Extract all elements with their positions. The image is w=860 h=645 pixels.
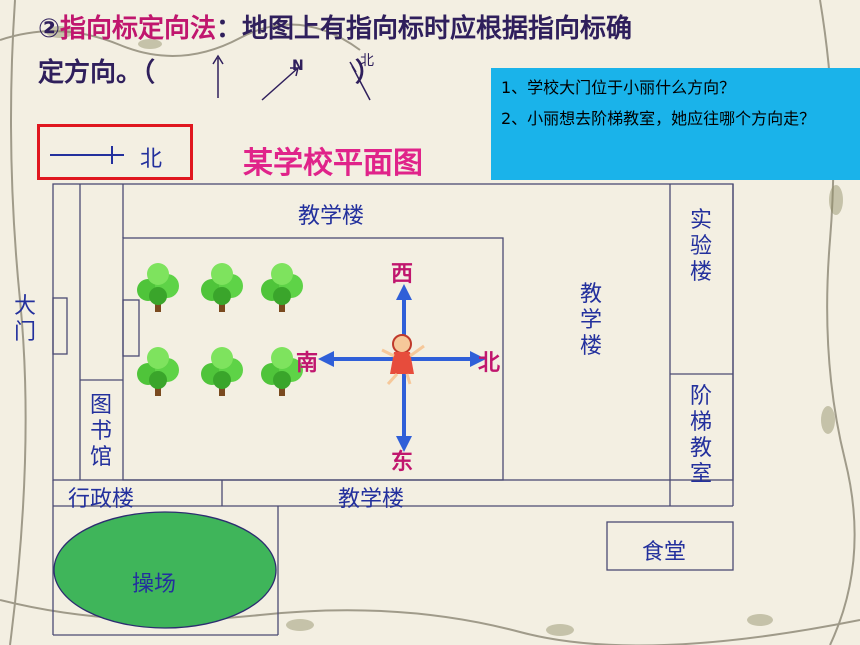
label-library: 图书馆	[89, 393, 112, 470]
direction-east: 东	[391, 450, 414, 475]
tree-icon	[137, 347, 179, 396]
title-rest: ：地图上有指向标时应根据指向标确	[216, 14, 633, 44]
tree-icon	[261, 263, 303, 312]
label-playground: 操场	[132, 572, 177, 597]
title-highlight: 指向标定向法	[60, 14, 217, 44]
map-title: 某学校平面图	[243, 146, 423, 181]
arrow-south-icon	[318, 351, 334, 367]
label-gate: 大门	[13, 294, 36, 345]
questions-box: 1、学校大门位于小丽什么方向？ 2、小丽想去阶梯教室，她应往哪个方向走？	[491, 68, 860, 180]
label-canteen: 食堂	[642, 540, 687, 565]
arrow-diagonal-icon	[261, 67, 299, 101]
compass-legend: 北	[37, 124, 193, 180]
girl-figure-icon	[381, 334, 425, 386]
title-line2-start: 定方向。（	[38, 58, 156, 88]
tree-icon	[201, 263, 243, 312]
arrow-label-n: N	[292, 58, 304, 74]
label-admin: 行政楼	[68, 487, 135, 512]
direction-south: 南	[296, 351, 319, 376]
title-line-2: 定方向。（ ）	[38, 52, 381, 89]
tree-group	[137, 263, 303, 396]
arrow-north-icon	[470, 351, 486, 367]
label-right-teaching: 教学楼	[579, 282, 602, 359]
north-legend-arrow-icon	[50, 146, 124, 164]
title-circle-number: ②	[38, 14, 61, 44]
arrow-east-icon	[396, 436, 412, 452]
question-2: 2、小丽想去阶梯教室，她应往哪个方向走？	[501, 108, 816, 128]
playground-shape	[53, 511, 277, 629]
title-line-1: ②指向标定向法：地图上有指向标时应根据指向标确	[38, 8, 632, 45]
arrow-west-icon	[396, 284, 412, 300]
tree-icon	[137, 263, 179, 312]
direction-north: 北	[478, 351, 501, 376]
legend-north-label: 北	[140, 147, 163, 172]
label-bottom-teaching: 教学楼	[338, 487, 405, 512]
question-1: 1、学校大门位于小丽什么方向？	[501, 78, 736, 97]
tree-icon	[201, 347, 243, 396]
label-lecture-hall: 阶梯教室	[689, 384, 712, 487]
direction-west: 西	[391, 262, 414, 287]
title-line2-end: ）	[355, 58, 382, 88]
example-north-arrows	[212, 54, 371, 101]
label-top-teaching: 教学楼	[298, 204, 365, 229]
label-lab: 实验楼	[689, 208, 712, 285]
arrow-label-bei: 北	[360, 53, 374, 69]
tree-icon	[261, 347, 303, 396]
